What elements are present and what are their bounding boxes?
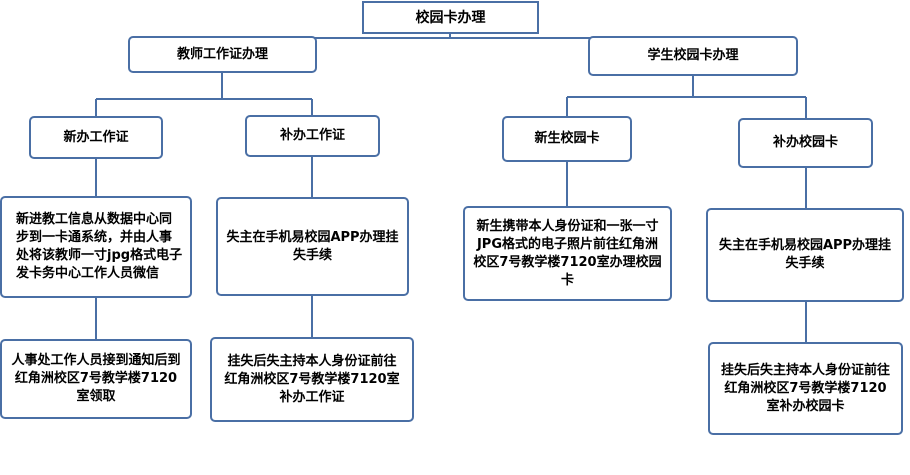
student-new-step1-node: 新生携带本人身份证和一张一寸JPG格式的电子照片前往红角洲校区7号教学楼7120… bbox=[463, 206, 672, 301]
teacher-reissue-step2-node: 挂失后失主持本人身份证前往红角洲校区7号教学楼7120室补办工作证 bbox=[210, 337, 414, 422]
teacher-new-step2-text: 人事处工作人员接到通知后到红角洲校区7号教学楼7120室领取 bbox=[11, 353, 181, 404]
student-card-node: 学生校园卡办理 bbox=[588, 36, 798, 76]
teacher-card-label: 教师工作证办理 bbox=[176, 46, 268, 62]
student-new-node: 新生校园卡 bbox=[502, 116, 632, 162]
student-reissue-step1-text: 失主在手机易校园APP办理挂失手续 bbox=[718, 238, 892, 271]
root-label: 校园卡办理 bbox=[415, 9, 486, 26]
student-new-label: 新生校园卡 bbox=[534, 131, 600, 146]
root-node: 校园卡办理 bbox=[362, 1, 539, 34]
teacher-new-step2-node: 人事处工作人员接到通知后到红角洲校区7号教学楼7120室领取 bbox=[0, 339, 192, 419]
teacher-new-node: 新办工作证 bbox=[29, 116, 163, 159]
teacher-new-step1-text: 新进教工信息从数据中心同步到一卡通系统，并由人事处将该教师一寸jpg格式电子发卡… bbox=[16, 212, 183, 281]
student-new-step1-text: 新生携带本人身份证和一张一寸JPG格式的电子照片前往红角洲校区7号教学楼7120… bbox=[473, 218, 662, 288]
teacher-card-node: 教师工作证办理 bbox=[128, 36, 317, 73]
teacher-reissue-label: 补办工作证 bbox=[279, 128, 345, 143]
student-reissue-step2-text: 挂失后失主持本人身份证前往红角洲校区7号教学楼7120室补办校园卡 bbox=[720, 362, 890, 414]
student-reissue-step2-node: 挂失后失主持本人身份证前往红角洲校区7号教学楼7120室补办校园卡 bbox=[708, 342, 903, 435]
teacher-reissue-node: 补办工作证 bbox=[245, 115, 380, 157]
teacher-new-label: 新办工作证 bbox=[63, 129, 129, 145]
teacher-reissue-step1-text: 失主在手机易校园APP办理挂失手续 bbox=[226, 229, 399, 263]
teacher-new-step1-node: 新进教工信息从数据中心同步到一卡通系统，并由人事处将该教师一寸jpg格式电子发卡… bbox=[0, 196, 192, 298]
teacher-reissue-step2-text: 挂失后失主持本人身份证前往红角洲校区7号教学楼7120室补办工作证 bbox=[224, 353, 400, 405]
student-reissue-step1-node: 失主在手机易校园APP办理挂失手续 bbox=[706, 208, 904, 302]
student-card-label: 学生校园卡办理 bbox=[647, 48, 739, 63]
teacher-reissue-step1-node: 失主在手机易校园APP办理挂失手续 bbox=[216, 197, 409, 296]
student-reissue-label: 补办校园卡 bbox=[772, 135, 838, 150]
student-reissue-node: 补办校园卡 bbox=[738, 118, 873, 168]
